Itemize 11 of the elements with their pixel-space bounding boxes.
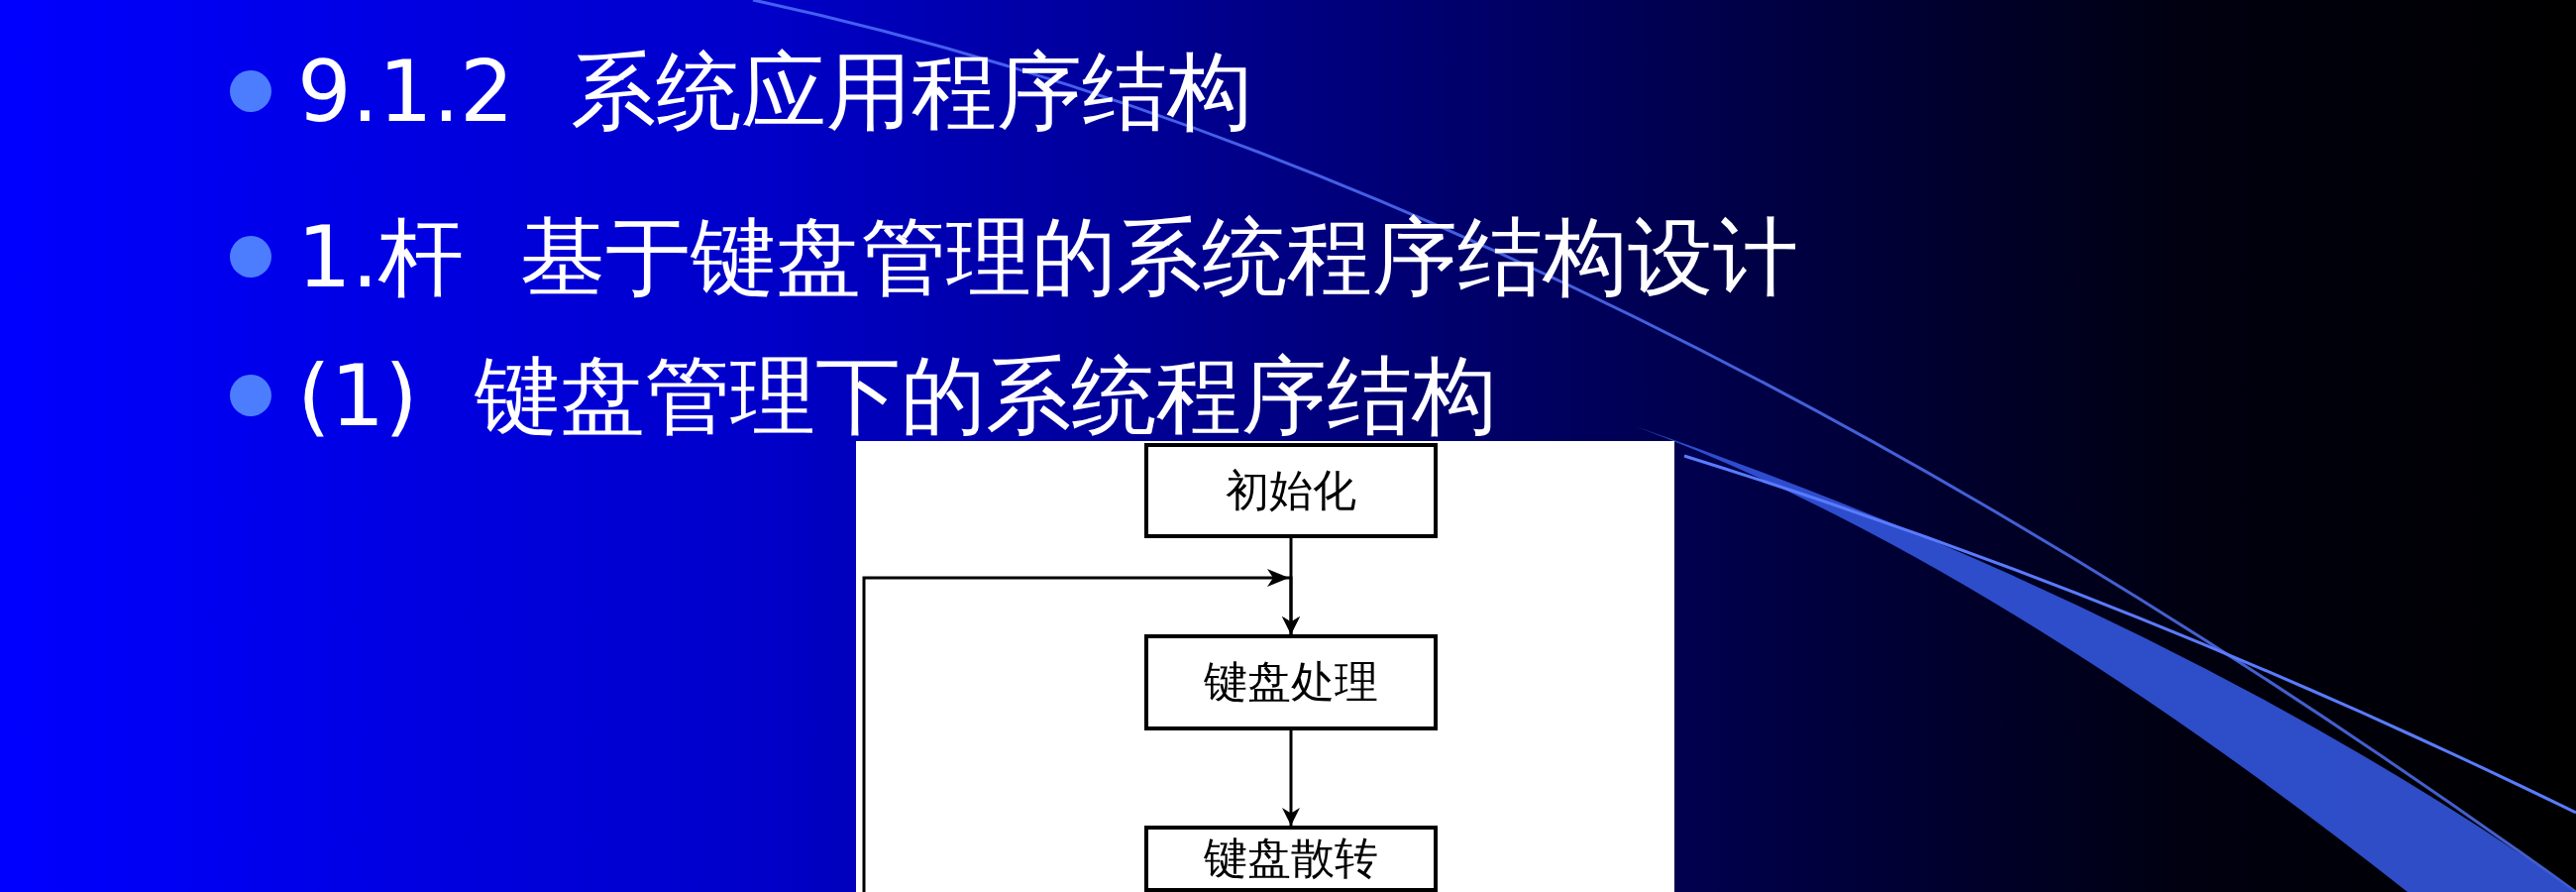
bullet-text: (1) 键盘管理下的系统程序结构 xyxy=(297,349,1498,443)
slide-title: 9.1.2 系统应用程序结构 xyxy=(297,45,1253,139)
bullet-text: 1.杆 基于键盘管理的系统程序结构设计 xyxy=(297,210,1799,304)
process-box xyxy=(1144,443,1438,538)
process-box xyxy=(1144,634,1438,730)
box-label: 键盘散转 xyxy=(1204,832,1378,885)
arrow xyxy=(862,569,1300,892)
box-label: 键盘处理 xyxy=(1204,655,1378,709)
box-label: 初始化 xyxy=(1226,463,1356,517)
process-box xyxy=(1144,826,1438,892)
arrow xyxy=(1282,730,1300,826)
